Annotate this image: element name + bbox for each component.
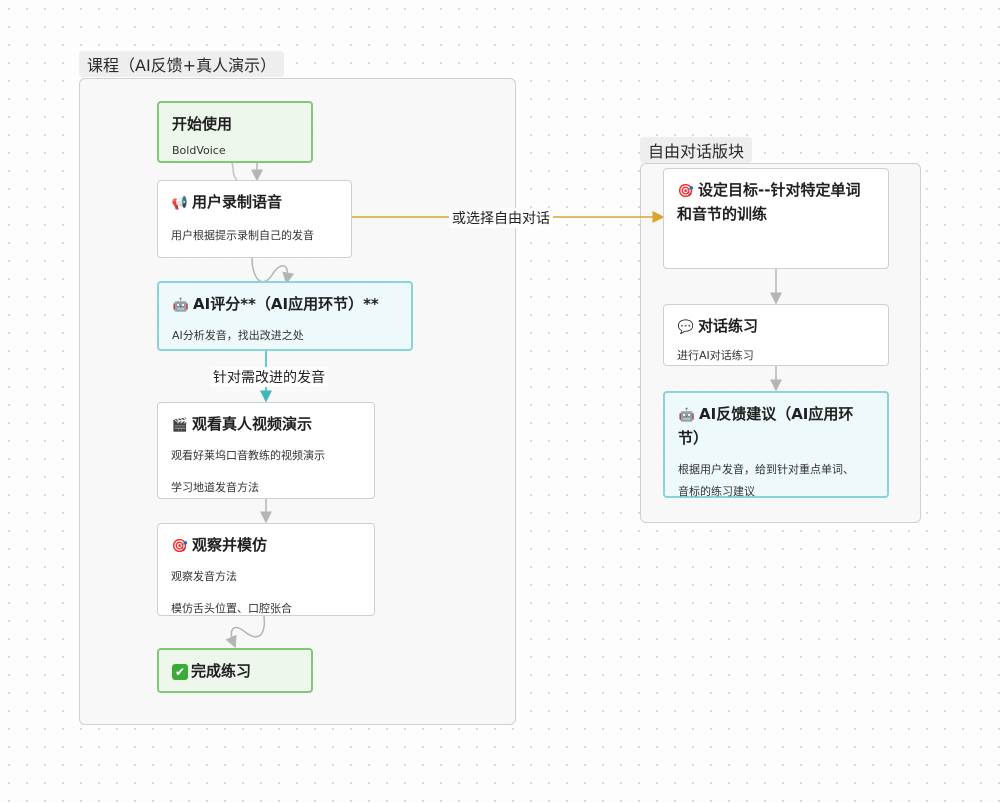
node-watch-sub2: 学习地道发音方法 xyxy=(171,481,259,494)
node-goal-title-line1: 🎯设定目标--针对特定单词 xyxy=(677,179,875,203)
edge-loop-start-record xyxy=(231,162,238,181)
speech-bubble-icon: 💬 xyxy=(677,320,695,335)
node-feedback-sub1: 根据用户发音，给到针对重点单词、 xyxy=(678,463,854,476)
node-watch-sub1: 观看好莱坞口音教练的视频演示 xyxy=(171,449,325,462)
node-watch[interactable]: 🎬观看真人视频演示 观看好莱坞口音教练的视频演示 学习地道发音方法 xyxy=(157,402,375,499)
node-ai-score-sub: AI分析发音，找出改进之处 xyxy=(172,329,304,342)
clapperboard-icon: 🎬 xyxy=(171,418,189,433)
node-observe[interactable]: 🎯观察并模仿 观察发音方法 模仿舌头位置、口腔张合 xyxy=(157,523,375,616)
node-observe-sub1: 观察发音方法 xyxy=(171,570,237,583)
robot-icon: 🤖 xyxy=(678,408,696,423)
node-done[interactable]: ✔完成练习 xyxy=(157,648,313,693)
node-feedback-title-line1: 🤖AI反馈建议（AI应用环 xyxy=(678,403,874,427)
node-observe-sub2: 模仿舌头位置、口腔张合 xyxy=(171,602,292,615)
target-icon: 🎯 xyxy=(171,539,189,554)
edge-record-to-ai xyxy=(251,257,295,285)
node-watch-title-line: 🎬观看真人视频演示 xyxy=(171,413,361,437)
node-goal-title-1: 设定目标--针对特定单词 xyxy=(698,181,861,199)
node-done-title: 完成练习 xyxy=(191,662,252,680)
node-goal-title-2: 和音节的训练 xyxy=(677,205,768,223)
node-record-sub: 用户根据提示录制自己的发音 xyxy=(171,229,314,242)
edge-observe-to-done xyxy=(225,615,266,649)
course-group-title: 课程（AI反馈+真人演示） xyxy=(79,51,285,77)
node-goal[interactable]: 🎯设定目标--针对特定单词 和音节的训练 xyxy=(663,168,889,269)
node-dialog[interactable]: 💬对话练习 进行AI对话练习 xyxy=(663,304,889,366)
check-mark-icon: ✔ xyxy=(172,664,188,680)
megaphone-icon: 📢 xyxy=(171,196,189,211)
edge-label-improve: 针对需改进的发音 xyxy=(210,367,328,387)
node-ai-score-title: AI评分**（AI应用环节）** xyxy=(193,295,379,313)
node-ai-score[interactable]: 🤖AI评分**（AI应用环节）** AI分析发音，找出改进之处 xyxy=(157,281,413,351)
node-start-sub: BoldVoice xyxy=(172,144,226,157)
node-ai-score-title-line: 🤖AI评分**（AI应用环节）** xyxy=(172,293,398,317)
node-record[interactable]: 📢用户录制语音 用户根据提示录制自己的发音 xyxy=(157,180,352,258)
node-feedback-sub2: 音标的练习建议 xyxy=(678,485,755,498)
node-dialog-title: 对话练习 xyxy=(698,317,759,335)
node-dialog-title-line: 💬对话练习 xyxy=(677,315,875,339)
node-record-title: 用户录制语音 xyxy=(192,193,283,211)
node-done-title-line: ✔完成练习 xyxy=(172,660,298,682)
node-start[interactable]: 开始使用 BoldVoice xyxy=(157,101,313,163)
node-feedback[interactable]: 🤖AI反馈建议（AI应用环 节） 根据用户发音，给到针对重点单词、 音标的练习建… xyxy=(663,391,889,498)
edge-label-free-dialog: 或选择自由对话 xyxy=(449,208,553,228)
node-feedback-title-1: AI反馈建议（AI应用环 xyxy=(699,405,854,423)
robot-icon: 🤖 xyxy=(172,298,190,313)
node-dialog-sub: 进行AI对话练习 xyxy=(677,349,754,362)
node-observe-title: 观察并模仿 xyxy=(192,536,268,554)
target-icon: 🎯 xyxy=(677,184,695,199)
node-start-title: 开始使用 xyxy=(172,115,233,133)
node-record-title-line: 📢用户录制语音 xyxy=(171,191,338,215)
node-observe-title-line: 🎯观察并模仿 xyxy=(171,534,361,558)
free-dialog-group-title: 自由对话版块 xyxy=(640,137,753,163)
node-feedback-title-2: 节） xyxy=(678,429,709,447)
node-watch-title: 观看真人视频演示 xyxy=(192,415,313,433)
